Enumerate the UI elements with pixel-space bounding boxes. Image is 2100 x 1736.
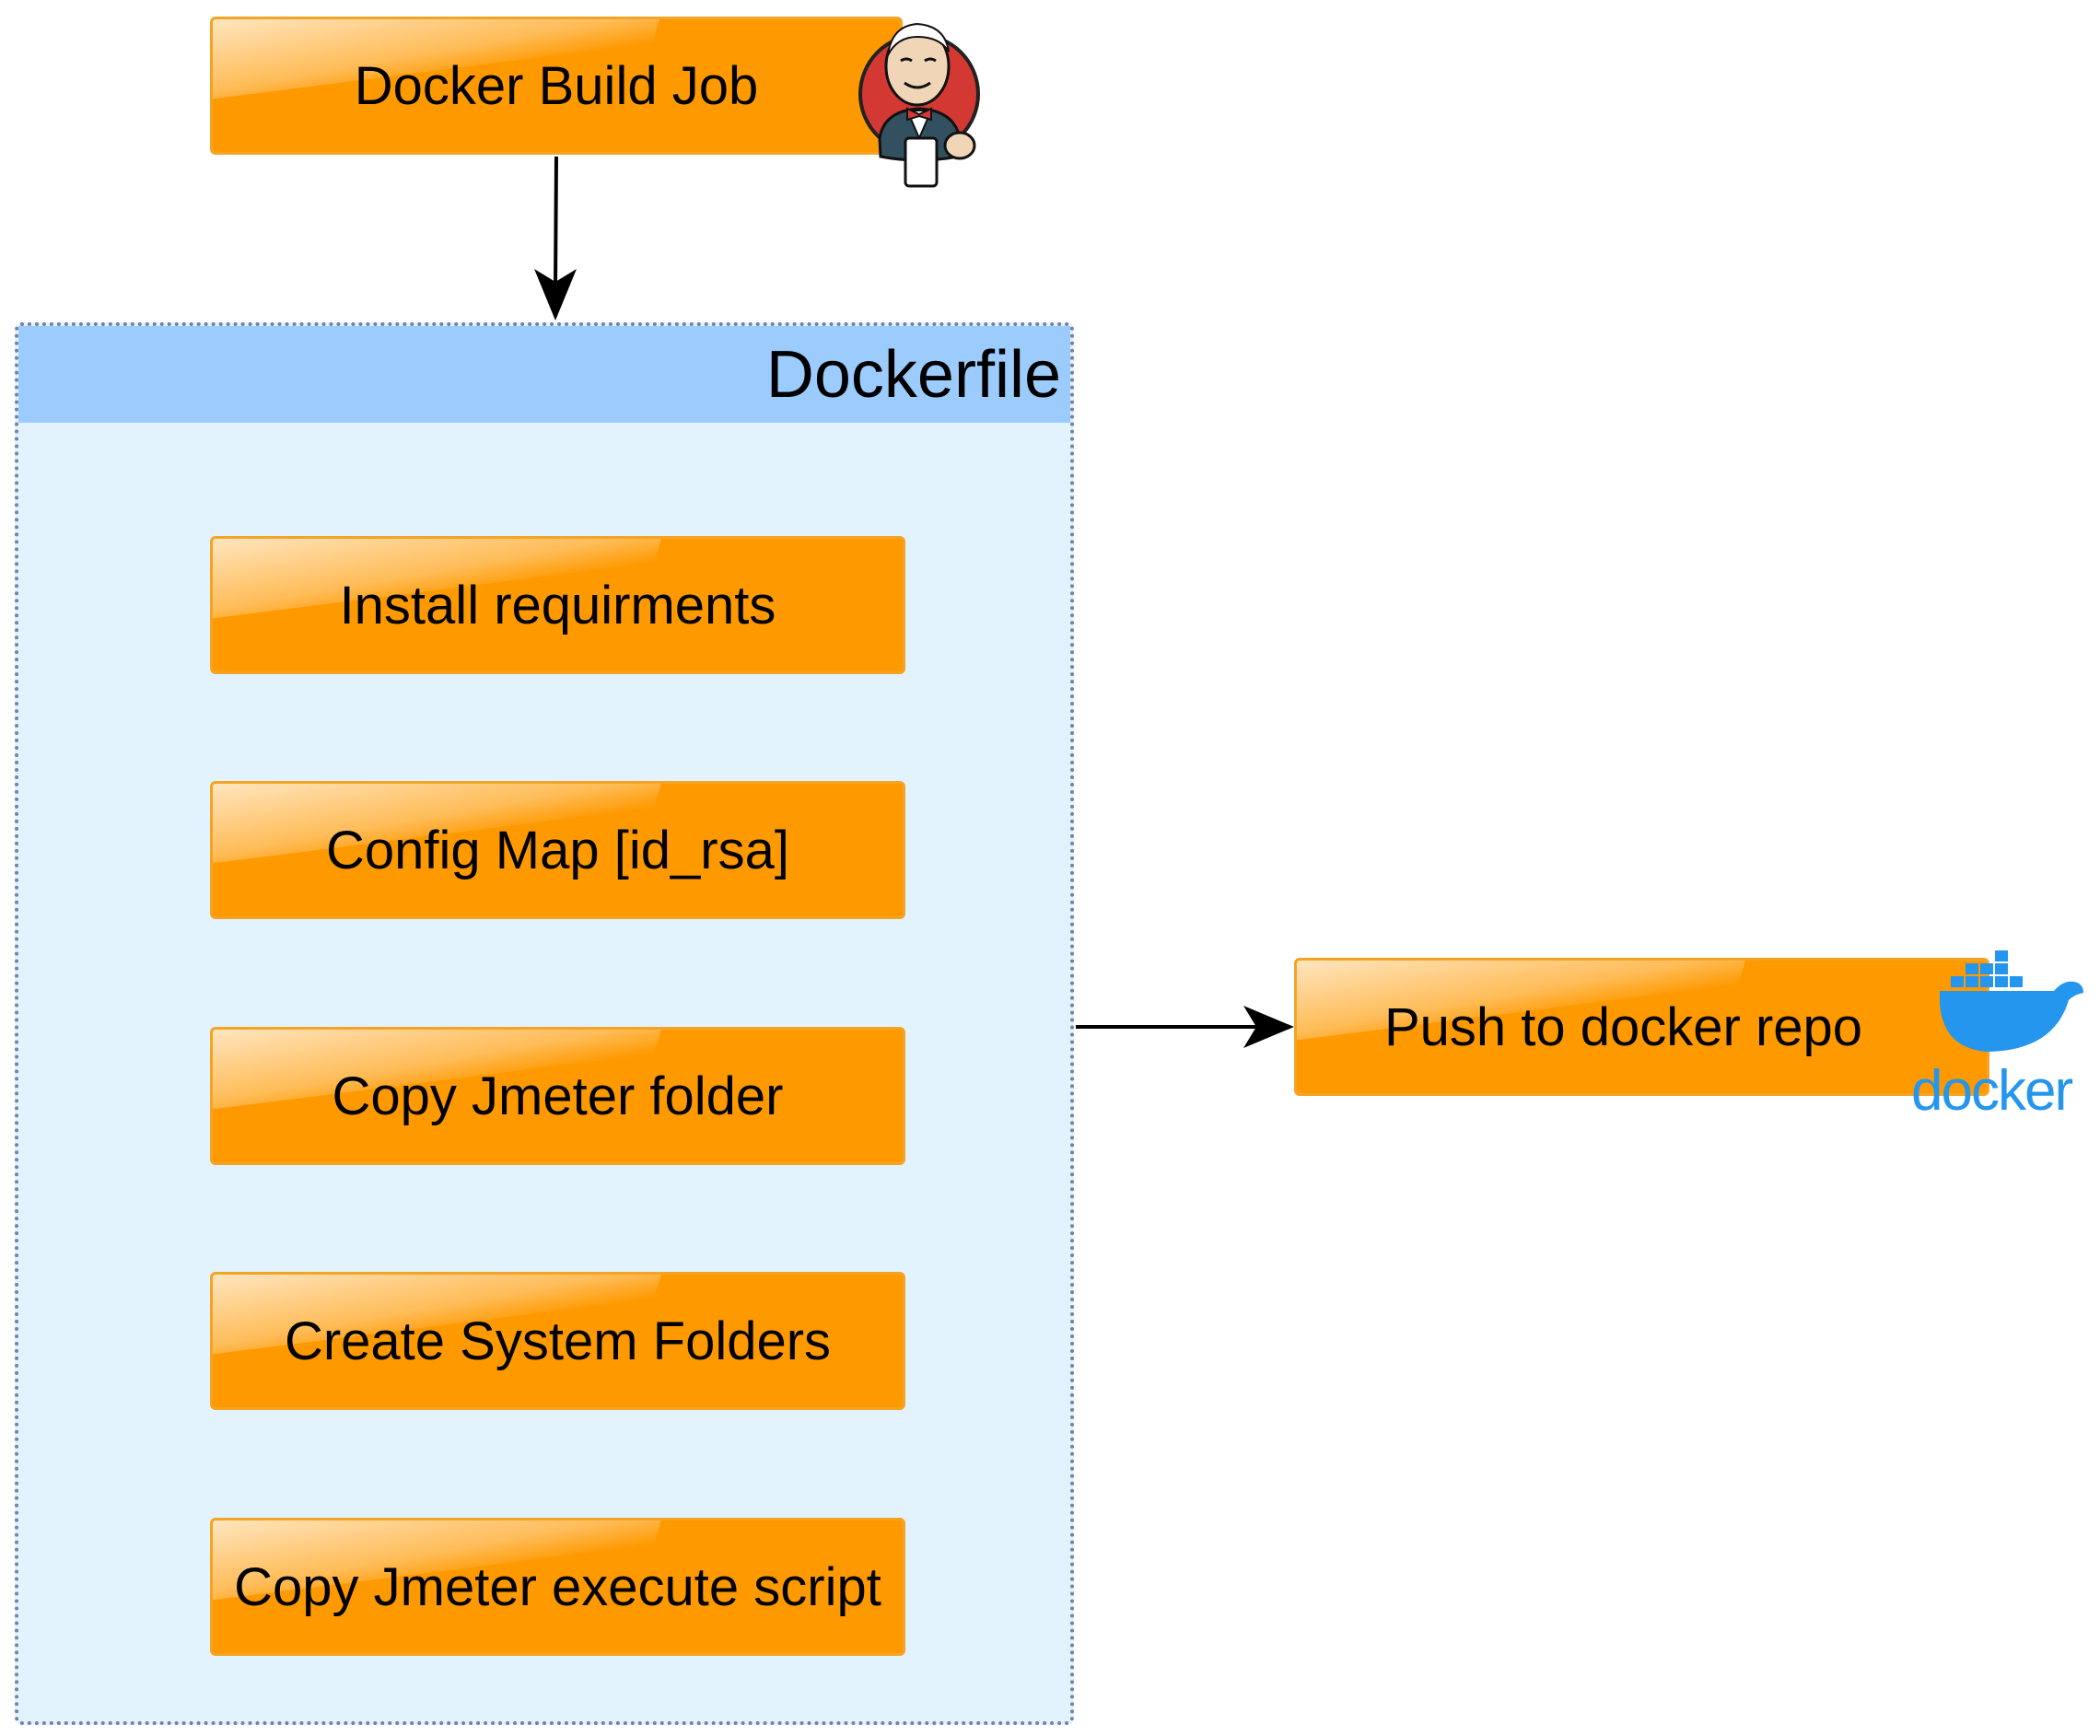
docker-build-job-label: Docker Build Job — [354, 55, 759, 116]
step-label: Create System Folders — [284, 1311, 832, 1371]
step-config-map: Config Map [id_rsa] — [210, 781, 905, 919]
dockerfile-header: Dockerfile — [18, 326, 1070, 423]
arrowhead-dockerfile-to-push — [1243, 1006, 1294, 1048]
push-label: Push to docker repo — [1383, 996, 1863, 1057]
dockerfile-title: Dockerfile — [765, 337, 1061, 412]
push-to-docker-repo-box: Push to docker repo — [1294, 958, 1989, 1096]
step-copy-jmeter-folder: Copy Jmeter folder — [210, 1027, 905, 1165]
step-copy-jmeter-execute-script: Copy Jmeter execute script — [210, 1518, 905, 1656]
docker-wordmark: docker — [1911, 1059, 2072, 1123]
step-label: Copy Jmeter execute script — [234, 1556, 881, 1617]
step-install-requirements: Install requirments — [210, 536, 905, 674]
arrowhead-build-to-dockerfile — [534, 269, 577, 320]
arrow-build-to-dockerfile — [554, 156, 558, 288]
step-create-system-folders: Create System Folders — [210, 1272, 905, 1410]
step-label: Copy Jmeter folder — [332, 1066, 784, 1126]
step-label: Config Map [id_rsa] — [326, 820, 789, 880]
step-label: Install requirments — [339, 575, 776, 635]
